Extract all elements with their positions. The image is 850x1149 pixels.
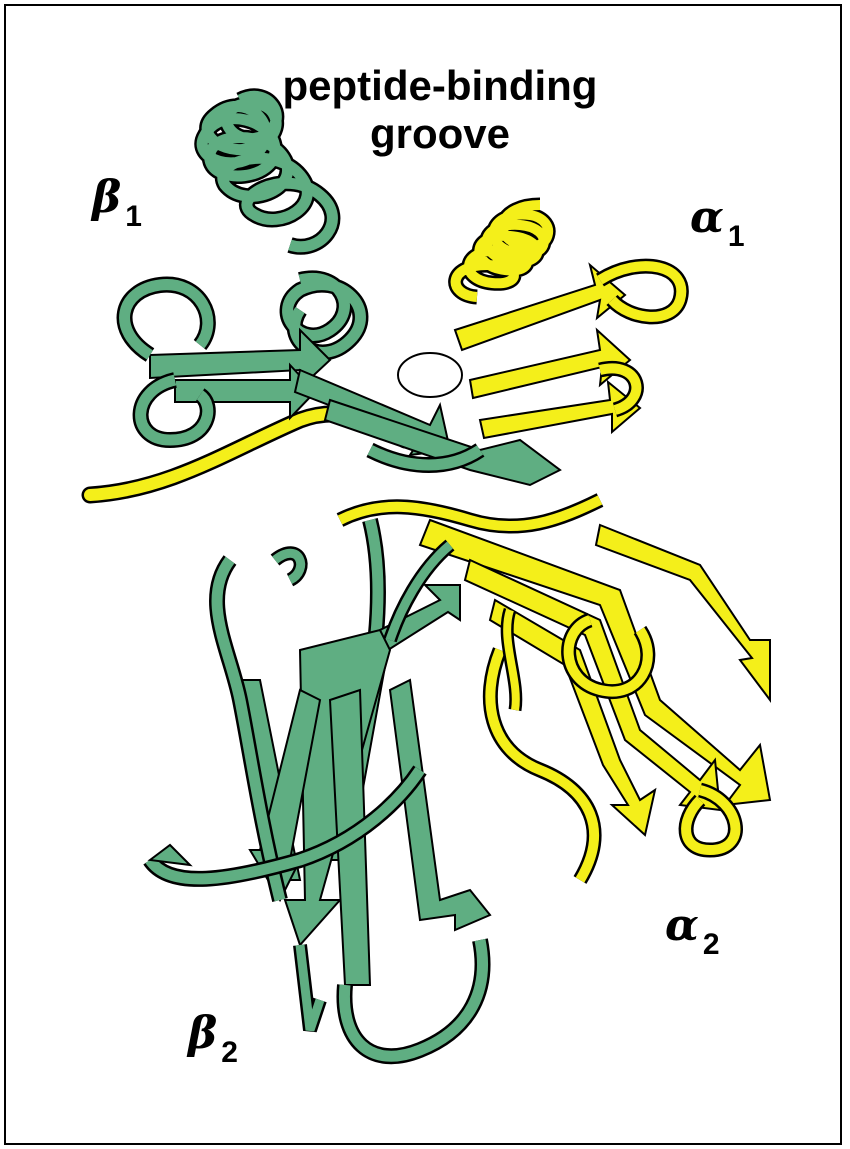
title-line-2: groove	[265, 110, 615, 158]
label-alpha2-subscript: 2	[703, 928, 720, 961]
label-beta1-letter: β	[92, 172, 121, 223]
title-line-1: peptide-binding	[265, 62, 615, 110]
label-alpha1-letter: α	[690, 192, 724, 243]
label-beta2-subscript: 2	[221, 1036, 238, 1069]
alpha-linker	[340, 500, 600, 526]
alpha1-strands	[455, 265, 681, 438]
alpha2-strands	[420, 520, 770, 880]
label-alpha1-subscript: 1	[728, 220, 745, 253]
label-alpha2-letter: α	[665, 900, 699, 951]
title-peptide-binding: peptide-binding groove	[265, 62, 615, 159]
label-beta1-subscript: 1	[125, 200, 142, 233]
alpha-chain	[90, 205, 770, 880]
label-beta2-letter: β	[188, 1008, 217, 1059]
beta2-strands	[150, 520, 490, 1056]
